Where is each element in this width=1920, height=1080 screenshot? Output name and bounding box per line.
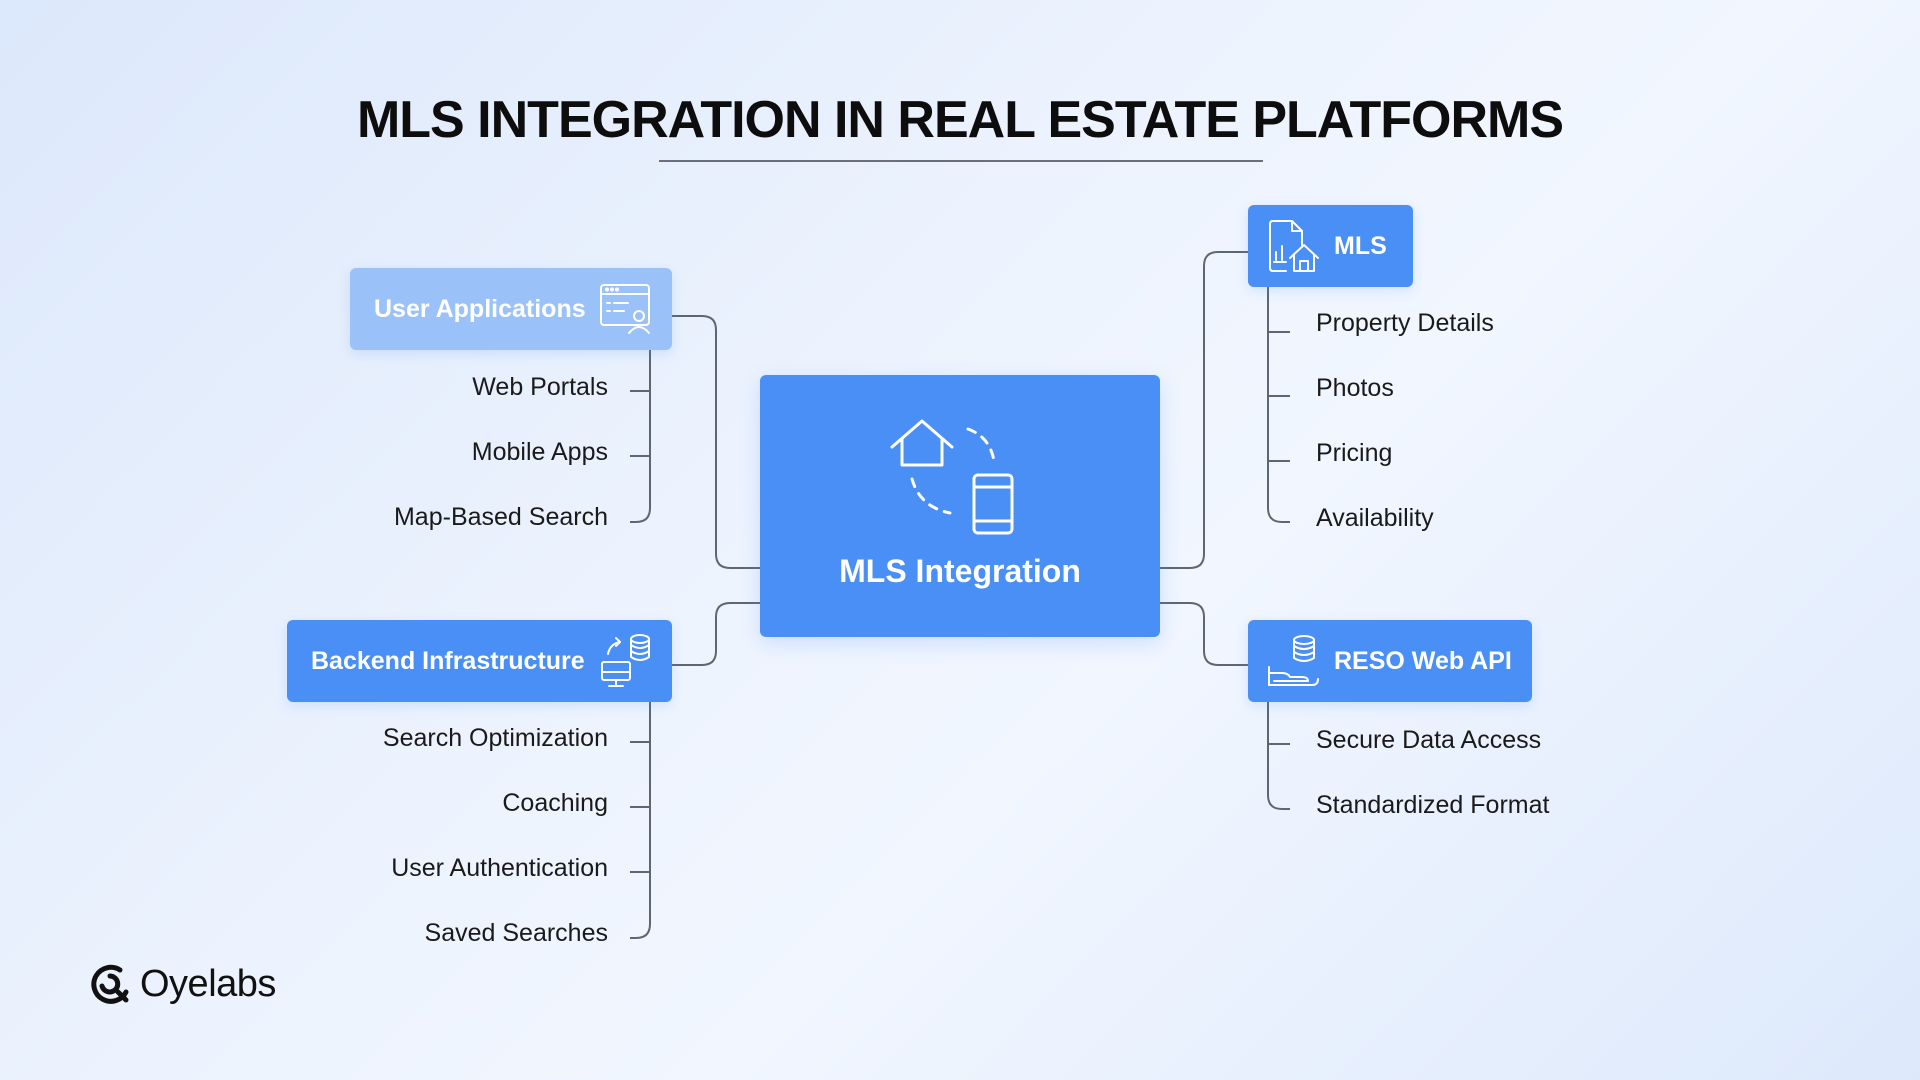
center-label: MLS Integration [839,553,1081,589]
user-app-item-mobile-apps: Mobile Apps [471,438,608,466]
mls-label: MLS [1334,231,1387,260]
center-node: MLS Integration [760,375,1160,637]
page-title: MLS INTEGRATION IN REAL ESTATE PLATFORMS [356,91,1564,149]
mls-item-property-details: Property Details [1316,309,1494,337]
backend-item-user-authentication: User Authentication [391,854,608,882]
title-underline [659,160,1263,162]
branch-mls [1267,287,1290,523]
document-house-icon [1266,218,1320,274]
mls-item-availability: Availability [1316,504,1434,532]
user-app-item-map-based-search: Map-Based Search [393,503,608,531]
connector-center-backend [672,602,760,666]
oyelabs-logo-icon [91,964,129,1004]
backend-item-coaching: Coaching [502,789,608,817]
branch-user [630,350,651,523]
user-applications-label: User Applications [374,294,586,323]
reso-web-api-node: RESO Web API [1248,620,1532,702]
backend-item-saved-searches: Saved Searches [424,919,608,947]
reso-item-secure-data-access: Secure Data Access [1316,726,1542,754]
logo-text: Oyelabs [140,962,276,1005]
backend-infrastructure-label: Backend Infrastructure [311,646,585,675]
reso-item-standardized-format: Standardized Format [1316,791,1550,819]
user-applications-node: User Applications [350,268,672,350]
house-phone-sync-icon [890,419,1014,535]
backend-infrastructure-node: Backend Infrastructure [287,620,672,702]
reso-web-api-label: RESO Web API [1334,646,1512,675]
connector-center-user [672,315,760,569]
oyelabs-logo: Oyelabs [88,962,276,1006]
branch-reso [1267,702,1290,810]
browser-user-icon [598,281,654,337]
hand-database-icon [1266,633,1320,689]
mls-node: MLS [1248,205,1413,287]
mls-item-photos: Photos [1316,374,1394,402]
backend-item-search-optimization: Search Optimization [382,724,608,752]
sync-database-monitor-icon [598,632,654,690]
connector-center-mls [1160,251,1248,569]
branch-backend [630,702,651,939]
connector-center-reso [1160,602,1248,666]
user-app-item-web-portals: Web Portals [472,373,608,401]
mls-item-pricing: Pricing [1316,439,1393,467]
